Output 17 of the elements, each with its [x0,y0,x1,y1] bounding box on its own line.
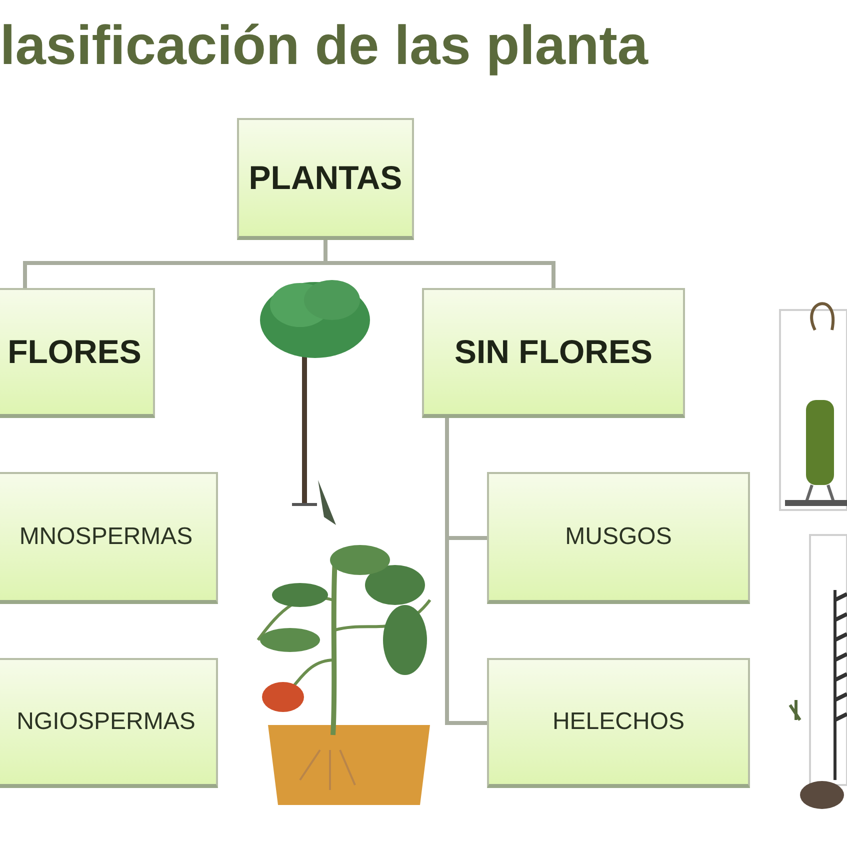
category-box [422,288,685,418]
category-label: MUSGOS [565,522,672,552]
connector-line [324,240,556,288]
category-label: PLANTAS [248,158,402,198]
category-label: FLORES [8,332,142,372]
category-box [487,658,750,788]
category-label: HELECHOS [552,707,685,737]
category-box [0,658,218,788]
category-box [487,472,750,604]
connector-line [445,418,487,725]
category-label: SIN FLORES [454,332,653,372]
title: lasificación de las planta [0,13,648,78]
category-box [0,288,155,418]
category-label: NGIOSPERMAS [16,707,196,737]
category-box [0,472,218,604]
category-box [237,118,414,240]
category-label: MNOSPERMAS [19,522,193,552]
